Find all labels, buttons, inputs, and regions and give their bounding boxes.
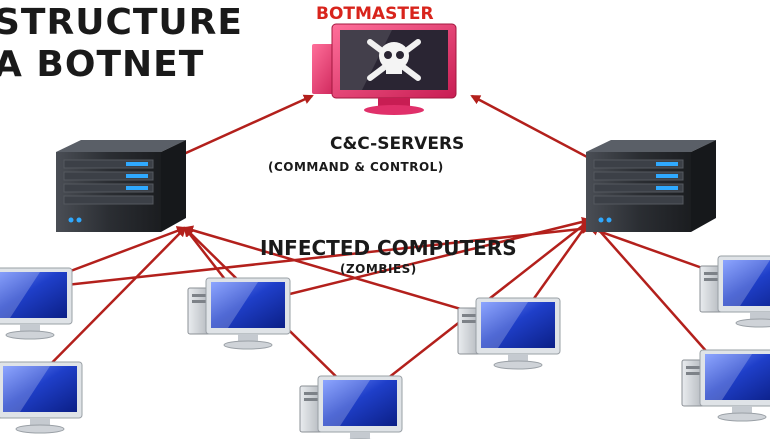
- zombie-computer-icon: [457, 297, 561, 370]
- title-line-2: A BOTNET: [0, 44, 205, 85]
- infected-computers-label: INFECTED COMPUTERS: [260, 236, 517, 260]
- server-left-icon: [55, 139, 187, 233]
- cc-servers-subtitle: (COMMAND & CONTROL): [268, 160, 444, 174]
- arrow-zombie-center-left-to-server-right: [244, 217, 592, 307]
- cc-servers-label: C&C-SERVERS: [330, 134, 465, 154]
- zombie-computer-icon: [0, 361, 83, 434]
- arrow-zombie-left-top-to-server-right: [19, 223, 592, 292]
- server-right-icon: [585, 139, 717, 233]
- skull-crossbones-icon: [367, 39, 421, 81]
- zombie-computer-icon: [187, 277, 291, 350]
- zombie-computer-icon: [699, 255, 770, 328]
- title-line-1: STRUCTURE: [0, 2, 243, 43]
- zombie-computer-icon: [299, 375, 403, 439]
- zombie-computer-icon: [681, 349, 770, 422]
- zombie-computer-icon: [0, 267, 73, 340]
- arrow-zombie-left-bottom-to-server-left: [29, 226, 187, 386]
- botmaster-label: BOTMASTER: [316, 4, 434, 24]
- botmaster-icon: [312, 23, 457, 115]
- zombies-label: (ZOMBIES): [340, 262, 417, 276]
